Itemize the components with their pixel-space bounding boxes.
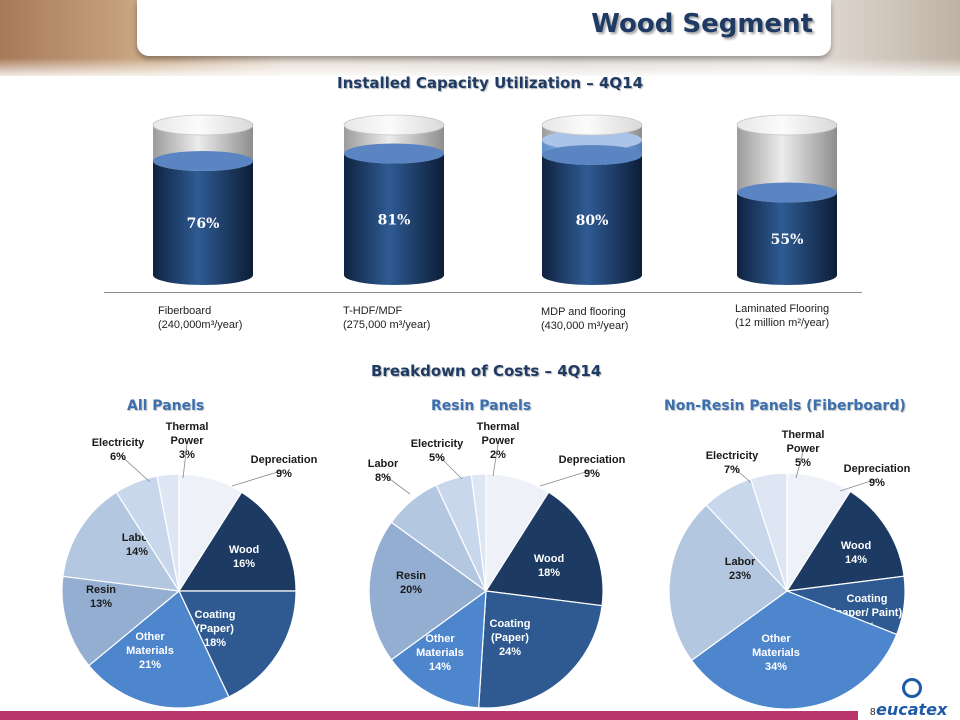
pie-slice [690, 590, 898, 710]
cylinder-value-label: 80% [576, 213, 609, 229]
pie-slice [61, 575, 181, 667]
capacity-cylinder: 10%80% [541, 114, 643, 285]
cylinder-fill-top [737, 182, 837, 203]
pie-slice [478, 590, 603, 709]
header-banner-fade [0, 58, 960, 76]
capacity-baseline [104, 292, 862, 293]
pie-title-non-resin-panels: Non-Resin Panels (Fiberboard) [664, 398, 906, 414]
logo-wordmark: eucatex [876, 700, 948, 719]
pie-slice [470, 473, 487, 592]
pie-slice [178, 590, 297, 698]
cylinder-label-capacity: (240,000m³/year) [158, 319, 243, 331]
page-number: 8 [870, 707, 876, 718]
eucatex-logo: eucatex [876, 678, 948, 720]
cylinder-label-name: Laminated Flooring [735, 303, 830, 315]
capacity-chart-title: Installed Capacity Utilization – 4Q14 [337, 74, 644, 92]
cylinder-fill [344, 153, 444, 285]
pie-leader-line [231, 469, 285, 487]
cylinder-label-name: MDP and flooring [541, 306, 626, 318]
cylinder-top [152, 114, 254, 136]
pie-slice [177, 491, 297, 592]
footer-bar [0, 711, 858, 720]
cylinder-value-label: 76% [187, 216, 220, 232]
pie-slice [62, 491, 181, 592]
pie-leader-line [436, 453, 463, 480]
cylinder-label-laminated: Laminated Flooring (12 million m²/year) [735, 302, 829, 330]
pie-slice [484, 491, 604, 607]
pie-slice [749, 472, 788, 592]
pie-leader-line [117, 452, 151, 483]
cylinder-top [343, 114, 445, 136]
cylinder-fill [153, 161, 253, 285]
cylinder-value-label: 55% [771, 232, 804, 248]
cylinder-fill-top [542, 145, 642, 165]
capacity-cylinder: 76% [152, 114, 254, 285]
pie-leader-line [795, 451, 804, 479]
cylinder-extra-top [542, 130, 642, 150]
pie-title-all-panels: All Panels [127, 398, 205, 414]
cylinder-fill [542, 155, 642, 285]
logo-mark-icon [902, 678, 922, 698]
pie-slice [390, 589, 487, 709]
cylinder-label-fiberboard: Fiberboard (240,000m³/year) [158, 304, 242, 332]
pie-slice [368, 521, 488, 661]
cylinder-fill-top [153, 151, 253, 171]
costs-section-title: Breakdown of Costs – 4Q14 [371, 362, 602, 380]
page-title: Wood Segment [591, 9, 813, 39]
cylinder-label-capacity: (275,000 m³/year) [343, 319, 431, 331]
pie-title-resin-panels: Resin Panels [431, 398, 532, 414]
cylinder-label-name: Fiberboard [158, 305, 212, 317]
cylinder-label-capacity: (430,000 m³/year) [541, 320, 629, 332]
capacity-cylinder: 55% [736, 114, 838, 285]
cylinder-top [541, 114, 643, 136]
pie-slice [156, 473, 180, 592]
pie-slice-label: Coating(Paper)18% [195, 609, 236, 649]
pie-leader-line [839, 478, 878, 492]
pie-slice [785, 490, 905, 592]
pie-leader-line [492, 443, 499, 477]
pie-leader-line [382, 473, 411, 495]
title-box: Wood Segment [137, 0, 831, 56]
pie-slice-label: Coating(Paper)24% [490, 618, 531, 658]
cylinder-top [736, 114, 838, 136]
pie-leader-line [182, 443, 188, 479]
cylinder-label-mdp: MDP and flooring (430,000 m³/year) [541, 305, 628, 333]
cylinder-fill-top [344, 143, 444, 164]
capacity-cylinder: 81% [343, 114, 445, 285]
cylinder-label-name: T-HDF/MDF [343, 305, 403, 317]
cylinder-fill [737, 192, 837, 285]
pie-leader-line [539, 469, 593, 487]
cylinder-value-label: 81% [378, 212, 411, 228]
pie-slice [668, 504, 788, 662]
cylinder-label-capacity: (12 million m²/year) [735, 317, 830, 329]
cylinder-label-thdf-mdf: T-HDF/MDF (275,000 m³/year) [343, 304, 430, 332]
pie-slice [88, 590, 230, 709]
